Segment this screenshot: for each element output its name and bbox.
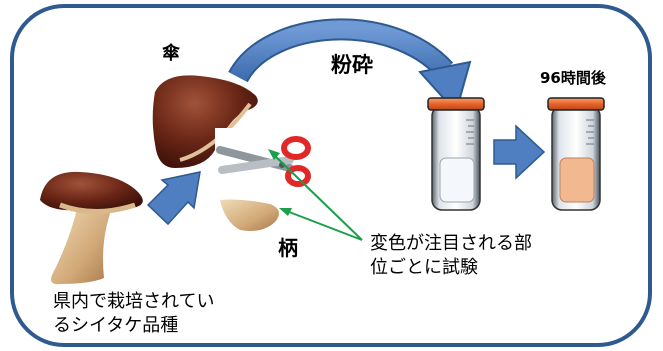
split-arrow (146, 171, 201, 226)
sample-line-1: 県内で栽培されてい (53, 291, 215, 312)
shiitake-mushroom-icon (40, 171, 143, 285)
sample-description: 県内で栽培されてい るシイタケ品種 (53, 290, 214, 338)
stem-label: 柄 (278, 236, 298, 260)
time-arrow (493, 124, 546, 180)
pointer-lines (268, 149, 363, 241)
test-description: 変色が注目される部 位ごとに試験 (370, 232, 532, 280)
test-tube-icon (427, 97, 485, 211)
sample-line-2: るシイタケ品種 (53, 315, 179, 336)
test-line-1: 変色が注目される部 (370, 233, 532, 254)
test-line-2: 位ごとに試験 (370, 257, 478, 278)
scissors-icon (215, 128, 317, 196)
test-tube-icon (547, 97, 605, 211)
grind-label: 粉砕 (331, 53, 373, 77)
cap-label: 傘 (162, 43, 180, 64)
mushroom-stem-icon (214, 195, 284, 237)
after-96h-label: 96時間後 (540, 69, 606, 87)
